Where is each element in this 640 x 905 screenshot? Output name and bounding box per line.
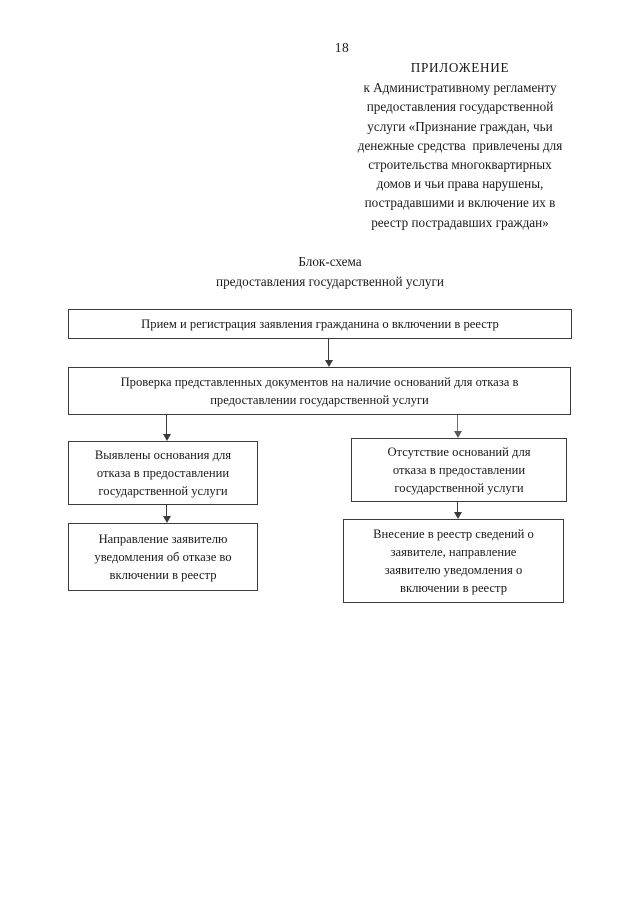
arrow-shaft bbox=[328, 339, 330, 360]
appendix-header: ПРИЛОЖЕНИЕ к Административному регламент… bbox=[328, 58, 592, 232]
arrow-head-icon bbox=[162, 434, 171, 441]
arrow-head-icon bbox=[453, 431, 462, 438]
flow-arrow-no-grounds-to-registration bbox=[453, 502, 462, 519]
flowchart-heading-line-2: предоставления государственной услуги bbox=[216, 274, 444, 289]
appendix-line-8: реестр пострадавших граждан» bbox=[371, 214, 549, 230]
appendix-line-1: к Административному регламенту bbox=[363, 80, 557, 96]
arrow-head-icon bbox=[453, 512, 462, 519]
arrow-shaft bbox=[457, 502, 459, 512]
flow-node-no-grounds: Отсутствие оснований для отказа в предос… bbox=[351, 438, 567, 502]
flow-node-intake: Прием и регистрация заявления гражданина… bbox=[68, 309, 572, 339]
flow-node-grounds-found: Выявлены основания для отказа в предоста… bbox=[68, 441, 258, 505]
flow-node-no-grounds-label: Отсутствие оснований для отказа в предос… bbox=[387, 444, 531, 496]
flow-node-refusal-notice-label: Направление заявителю уведомления об отк… bbox=[94, 531, 232, 583]
flowchart-heading-line-1: Блок-схема bbox=[298, 254, 362, 269]
flow-node-document-check: Проверка представленных документов на на… bbox=[68, 367, 571, 415]
flow-node-refusal-notice: Направление заявителю уведомления об отк… bbox=[68, 523, 258, 591]
appendix-line-3: услуги «Признание граждан, чьи bbox=[367, 118, 553, 134]
appendix-line-5: строительства многоквартирных bbox=[368, 157, 552, 173]
flow-arrow-grounds-found-to-refusal bbox=[162, 505, 171, 523]
appendix-line-7: пострадавшими и включение их в bbox=[364, 195, 556, 211]
flow-arrow-check-to-grounds-found bbox=[162, 415, 171, 441]
page-number: 18 bbox=[334, 40, 350, 55]
appendix-line-6: домов и чьи права нарушены, bbox=[376, 176, 544, 192]
appendix-line-4: денежные средства привлечены для bbox=[357, 137, 563, 153]
flow-node-grounds-found-label: Выявлены основания для отказа в предоста… bbox=[94, 447, 232, 499]
flow-node-registry-entry-label: Внесение в реестр сведений о заявителе, … bbox=[373, 526, 534, 596]
appendix-title: ПРИЛОЖЕНИЕ bbox=[410, 60, 510, 75]
flow-node-registry-entry: Внесение в реестр сведений о заявителе, … bbox=[343, 519, 564, 603]
arrow-shaft bbox=[457, 415, 459, 431]
arrow-shaft bbox=[166, 415, 168, 434]
flow-node-document-check-label: Проверка представленных документов на на… bbox=[120, 374, 519, 407]
flow-node-intake-label: Прием и регистрация заявления гражданина… bbox=[141, 316, 499, 331]
arrow-shaft bbox=[166, 505, 168, 516]
appendix-line-2: предоставления государственной bbox=[366, 99, 554, 115]
flow-arrow-intake-to-check bbox=[324, 339, 333, 367]
flowchart-heading: Блок-схема предоставления государственно… bbox=[140, 252, 520, 292]
flow-arrow-check-to-no-grounds bbox=[453, 415, 462, 438]
arrow-head-icon bbox=[324, 360, 333, 367]
arrow-head-icon bbox=[162, 516, 171, 523]
